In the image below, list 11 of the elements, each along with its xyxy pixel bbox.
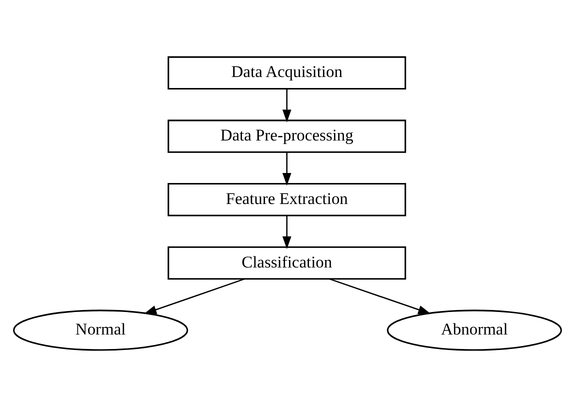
arrow — [282, 215, 292, 249]
node-ellipse: Abnormal — [386, 309, 562, 350]
arrow — [282, 152, 292, 186]
node-box: Feature Extraction — [168, 182, 406, 216]
node-box: Data Pre-processing — [168, 119, 406, 152]
node-box: Data Acquisition — [168, 56, 406, 89]
arrow — [329, 278, 431, 314]
arrow — [144, 278, 245, 314]
node-box: Classification — [168, 246, 406, 280]
arrow — [282, 88, 292, 122]
node-ellipse: Normal — [13, 309, 188, 350]
